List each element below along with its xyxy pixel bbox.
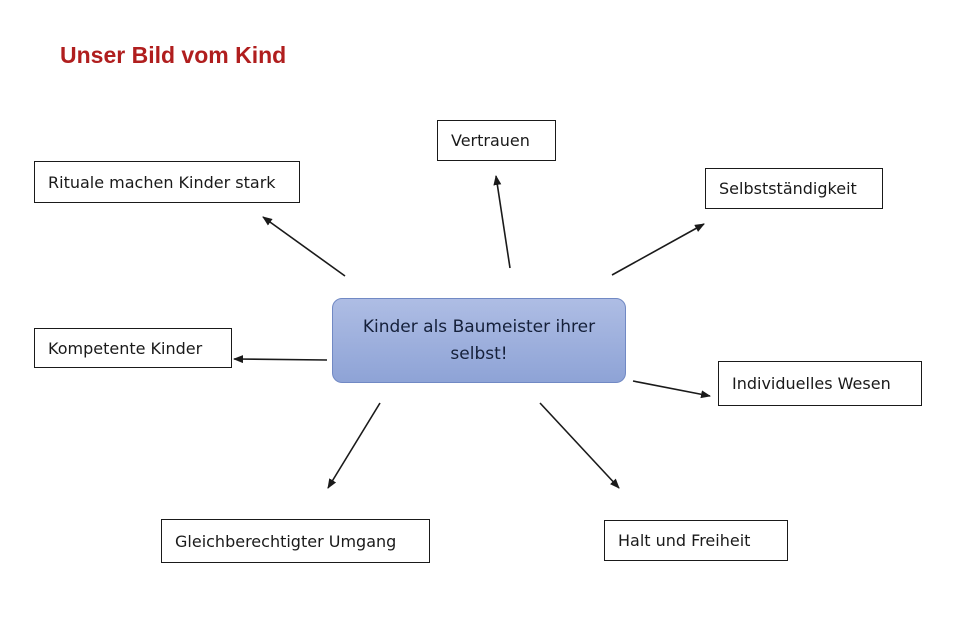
- arrow-to-halt: [539, 402, 620, 489]
- node-selbststaendigkeit: Selbstständigkeit: [705, 168, 883, 209]
- arrow-to-individuelles: [632, 380, 711, 399]
- central-concept-line-2: selbst!: [450, 343, 508, 364]
- central-concept-line-1: Kinder als Baumeister ihrer: [362, 317, 596, 338]
- node-gleichberechtigter: Gleichberechtigter Umgang: [161, 519, 430, 563]
- node-vertrauen: Vertrauen: [437, 120, 556, 161]
- node-rituale: Rituale machen Kinder stark: [34, 161, 300, 203]
- central-concept: Kinder als Baumeister ihrer selbst!: [332, 298, 626, 383]
- arrow-to-gleichberechtigter: [327, 402, 381, 489]
- arrow-to-rituale: [262, 216, 346, 277]
- arrow-to-selbststaendigkeit: [611, 223, 705, 276]
- node-kompetente: Kompetente Kinder: [34, 328, 232, 368]
- node-halt: Halt und Freiheit: [604, 520, 788, 561]
- node-individuelles: Individuelles Wesen: [718, 361, 922, 406]
- diagram-title: Unser Bild vom Kind: [60, 42, 287, 68]
- arrow-to-kompetente: [233, 355, 328, 364]
- arrow-to-vertrauen: [493, 175, 511, 269]
